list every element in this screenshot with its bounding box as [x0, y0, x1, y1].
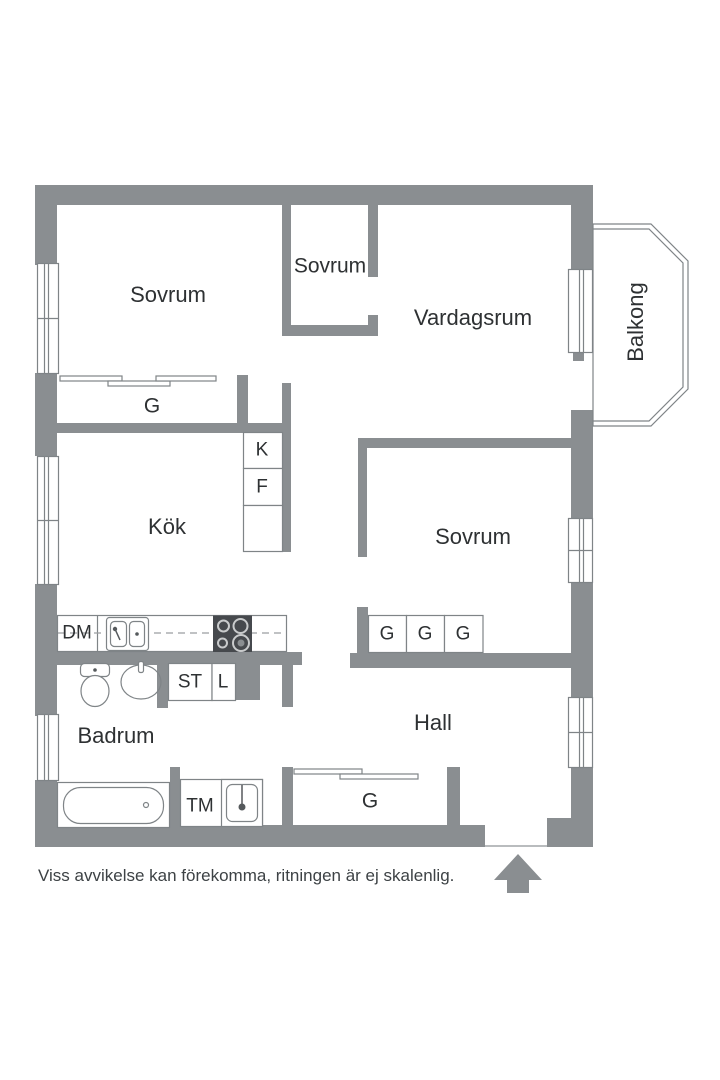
box-g3 — [443, 614, 484, 654]
wall-st-jamb — [157, 652, 168, 708]
kitchen-sink — [105, 616, 150, 652]
label-badrum: Badrum — [77, 723, 155, 748]
wall-hallg-left — [282, 767, 293, 830]
kitchen-counter — [56, 614, 288, 653]
toilet — [79, 662, 111, 708]
wall-bottom-left — [35, 825, 485, 847]
label-hall: Hall — [414, 710, 452, 735]
sliding-doors — [59, 375, 419, 780]
wall-right-3 — [571, 583, 593, 698]
box-pantry — [242, 504, 284, 553]
label-sovrum-left: Sovrum — [130, 282, 206, 307]
entrance — [485, 845, 547, 893]
wall-right-2 — [571, 410, 593, 519]
disclaimer-text: Viss avvikelse kan förekomma, ritningen … — [38, 866, 455, 885]
wall-left-3 — [35, 584, 57, 716]
wall-top — [35, 185, 593, 205]
wall-right-4 — [571, 767, 593, 847]
balcony-inner-line — [593, 228, 684, 422]
window-badrum — [36, 713, 60, 782]
sliding-door-bedroom-3 — [155, 375, 217, 382]
bathroom-fixtures — [56, 660, 264, 829]
wall-right-1 — [571, 185, 593, 269]
balcony-outline — [592, 223, 689, 427]
wall-block-right-of-l — [235, 663, 260, 700]
wall-sovrumright-top — [358, 438, 573, 448]
windows — [36, 262, 594, 782]
label-sovrum-right: Sovrum — [435, 524, 511, 549]
label-g-bedroom: G — [143, 394, 161, 418]
box-k — [242, 431, 284, 470]
interior-walls — [40, 205, 593, 830]
wall-ggg-stub — [357, 607, 368, 653]
label-kok: Kök — [148, 514, 186, 539]
wall-sovrumtop-bottom — [282, 325, 378, 336]
wall-tub-right — [170, 767, 180, 827]
label-tm: TM — [186, 795, 214, 817]
wall-sovrumtop-right-stub — [368, 315, 378, 336]
label-sovrum-top: Sovrum — [293, 254, 367, 278]
label-l: L — [217, 671, 229, 693]
wall-left-1 — [35, 185, 57, 265]
wall-sovrumtop-left — [282, 205, 291, 336]
window-balcony-door — [567, 268, 594, 354]
wall-hallg-jamb — [447, 767, 460, 827]
exterior-walls — [35, 185, 593, 847]
stove — [213, 615, 252, 652]
sliding-door-bedroom-1 — [59, 375, 123, 382]
label-balkong: Balkong — [623, 282, 648, 362]
label-dm: DM — [62, 622, 92, 644]
balcony-door-sill — [573, 352, 584, 361]
entrance-arrow-icon — [494, 854, 542, 893]
wall-gcloset-jamb — [237, 375, 248, 433]
entrance-threshold — [485, 845, 547, 847]
label-k: K — [255, 439, 269, 461]
box-g2 — [405, 614, 446, 654]
box-l — [211, 662, 237, 702]
window-sovrum-left — [36, 262, 60, 375]
wall-kitchen-right — [282, 383, 291, 552]
bathtub — [56, 781, 171, 829]
balcony-outer-line — [592, 223, 689, 427]
wall-sovrumtop-right — [368, 205, 378, 277]
laundry-area — [179, 778, 264, 828]
label-vardagsrum: Vardagsrum — [413, 305, 533, 330]
label-st: ST — [177, 671, 203, 693]
wall-sovrumright-left — [358, 438, 367, 557]
closet-boxes — [167, 431, 484, 702]
wall-hall-left-upper — [282, 652, 293, 707]
label-f: F — [256, 476, 268, 498]
window-sovrum-right — [567, 517, 594, 584]
window-kok — [36, 455, 60, 586]
label-g-hall: G — [361, 789, 379, 813]
sliding-door-hall-2 — [339, 773, 419, 780]
wall-gcloset-bottom — [57, 423, 287, 433]
wall-kitchen-bath — [40, 652, 302, 665]
window-hall — [567, 696, 594, 769]
box-g1 — [367, 614, 408, 654]
wall-sovrum-hall — [350, 653, 593, 668]
label-g2: G — [417, 623, 433, 645]
label-g3: G — [455, 623, 471, 645]
sliding-door-bedroom-2 — [107, 380, 171, 387]
sliding-door-hall-1 — [293, 768, 363, 775]
wall-left-2 — [35, 373, 57, 456]
label-g1: G — [379, 623, 395, 645]
wash-basin — [120, 660, 162, 700]
